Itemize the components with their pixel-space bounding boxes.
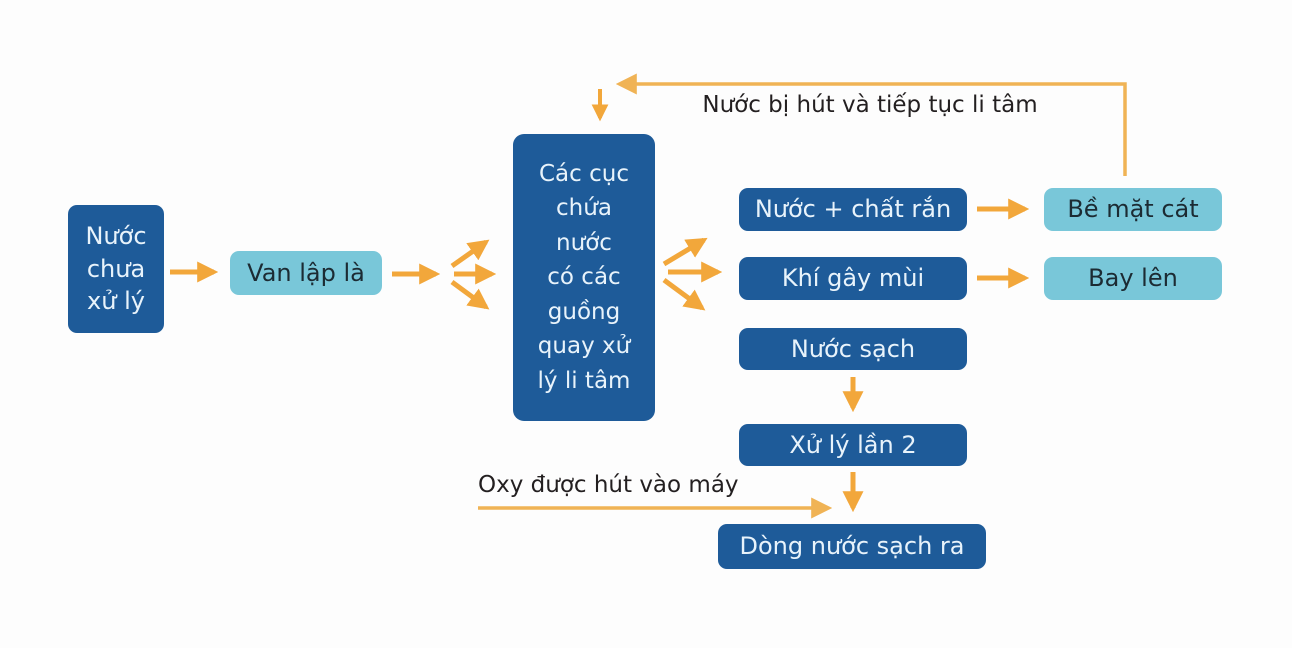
node-untreated-water: Nước chưa xử lý xyxy=(68,205,164,333)
node-valve-label: Van lập là xyxy=(247,258,365,287)
node-clean-water-label: Nước sạch xyxy=(790,334,916,363)
node-clean-water: Nước sạch xyxy=(739,328,967,370)
node-untreated-water-label: Nước chưa xử lý xyxy=(85,222,147,316)
node-centrifuge-drums: Các cục chứa nước có các guồng quay xử l… xyxy=(513,134,655,421)
node-odor-gas: Khí gây mùi xyxy=(739,257,967,300)
node-water-plus-solids-label: Nước + chất rắn xyxy=(754,195,952,224)
node-sand-surface-label: Bề mặt cát xyxy=(1067,195,1199,224)
node-water-plus-solids: Nước + chất rắn xyxy=(739,188,967,231)
node-second-treatment: Xử lý lần 2 xyxy=(739,424,967,466)
node-fly-up: Bay lên xyxy=(1044,257,1222,300)
node-clean-water-outflow-label: Dòng nước sạch ra xyxy=(739,532,965,561)
arrow-fan-in-up xyxy=(450,239,490,269)
arrow-centrifuge-to-clean-water xyxy=(662,277,706,311)
node-sand-surface: Bề mặt cát xyxy=(1044,188,1222,231)
arrow-recycle-return xyxy=(615,73,1127,176)
arrow-centrifuge-to-water-solids xyxy=(662,237,708,267)
recycle-annotation: Nước bị hút và tiếp tục li tâm xyxy=(702,92,1038,118)
node-fly-up-label: Bay lên xyxy=(1088,264,1178,293)
node-odor-gas-label: Khí gây mùi xyxy=(781,264,925,293)
node-second-treatment-label: Xử lý lần 2 xyxy=(789,430,917,459)
arrow-fan-in-down xyxy=(450,279,490,310)
oxygen-annotation: Oxy được hút vào máy xyxy=(478,472,739,498)
node-centrifuge-drums-label: Các cục chứa nước có các guồng quay xử l… xyxy=(537,160,631,394)
node-valve: Van lập là xyxy=(230,251,382,295)
node-clean-water-outflow: Dòng nước sạch ra xyxy=(718,524,986,569)
